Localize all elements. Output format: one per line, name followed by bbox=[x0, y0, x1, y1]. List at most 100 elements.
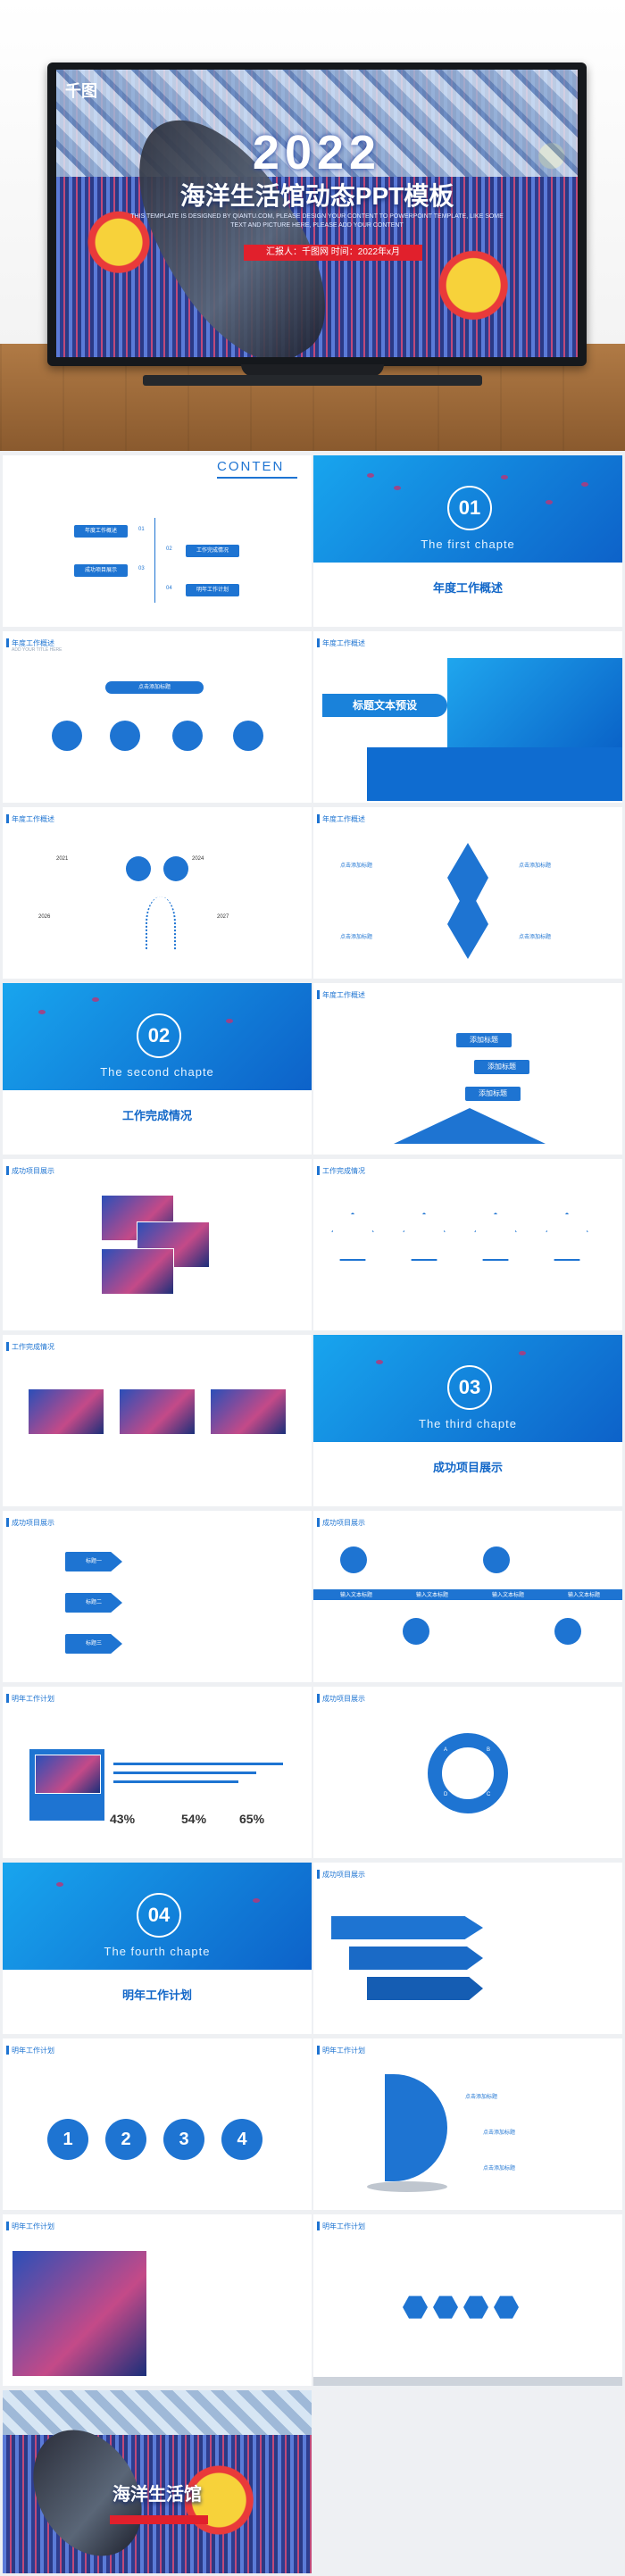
arrow-item[interactable]: 标题三 bbox=[65, 1634, 122, 1654]
contents-item-1[interactable]: 年度工作概述 bbox=[74, 525, 128, 538]
closing-title: 海洋生活馆 bbox=[112, 2485, 202, 2505]
ocean-photo bbox=[447, 658, 622, 747]
slide-three-photos: 工作完成情况 bbox=[3, 1335, 312, 1506]
section-number: 03 bbox=[447, 1365, 492, 1410]
slide-header: 年度工作概述 bbox=[322, 639, 365, 647]
add-title-chip[interactable]: 添加标题 bbox=[465, 1087, 521, 1101]
slide-section-1: 01 The first chapte 年度工作概述 bbox=[313, 455, 622, 627]
project-photo bbox=[119, 1388, 196, 1435]
header-bar bbox=[317, 638, 320, 647]
header-bar bbox=[6, 1518, 9, 1527]
header-bar bbox=[6, 1342, 9, 1351]
hero-title: 海洋生活馆动态PPT模板 bbox=[179, 182, 454, 210]
section-number: 01 bbox=[447, 486, 492, 530]
year-label: 2024 bbox=[192, 856, 204, 862]
contents-item-3[interactable]: 成功项目展示 bbox=[74, 564, 128, 577]
slide-percent: 明年工作计划 43% 54% 65% bbox=[3, 1687, 312, 1858]
slide-flow: 成功项目展示 输入文本标题 输入文本标题 输入文本标题 输入文本标题 bbox=[313, 1511, 622, 1682]
3d-arrow bbox=[367, 1977, 483, 2000]
timeline-circle bbox=[126, 856, 151, 881]
slide-3d-arrows: 成功项目展示 bbox=[313, 1863, 622, 2034]
arrow-up-icon bbox=[474, 1213, 517, 1261]
arrow-item[interactable]: 标题二 bbox=[65, 1593, 122, 1613]
whale-photo bbox=[12, 2250, 147, 2377]
slide-whale-image: 明年工作计划 bbox=[3, 2214, 312, 2386]
slide-header: 年度工作概述 bbox=[12, 639, 54, 647]
fish-shape bbox=[367, 473, 374, 478]
slide-header-sub: ADD YOUR TITLE HERE bbox=[12, 647, 62, 653]
flow-label: 输入文本标题 bbox=[416, 1593, 449, 1598]
slide-project-photos: 成功项目展示 bbox=[3, 1159, 312, 1330]
header-bar bbox=[317, 814, 320, 823]
map-title-chip: 点击添加标题 bbox=[105, 681, 204, 694]
header-bar bbox=[317, 1166, 320, 1175]
cycle-letter: B bbox=[487, 1747, 491, 1753]
point-title: 点击添加标题 bbox=[519, 863, 552, 869]
section-english: The third chapte bbox=[419, 1417, 517, 1430]
slide-steps: 明年工作计划 1 2 3 4 bbox=[3, 2038, 312, 2210]
arrow-item[interactable]: 标题一 bbox=[65, 1552, 122, 1571]
3d-arrow bbox=[349, 1947, 483, 1970]
hero-year: 2022 bbox=[252, 126, 382, 179]
flow-label: 输入文本标题 bbox=[492, 1593, 525, 1598]
flow-circle bbox=[483, 1546, 510, 1573]
cycle-letter: C bbox=[487, 1792, 491, 1797]
brand-logo: 千图 bbox=[65, 82, 97, 100]
contents-axis bbox=[154, 518, 155, 603]
year-label: 2026 bbox=[38, 914, 51, 920]
slide-header: 工作完成情况 bbox=[12, 1343, 54, 1351]
section-title: 工作完成情况 bbox=[121, 1109, 192, 1122]
fish-shape bbox=[38, 1010, 46, 1014]
flow-circle bbox=[403, 1618, 429, 1645]
point-title: 点击添加标题 bbox=[519, 935, 552, 940]
percent-value: 65% bbox=[239, 1812, 265, 1826]
star-diagram bbox=[447, 843, 488, 959]
slide-section-2: 02 The second chapte 工作完成情况 bbox=[3, 983, 312, 1155]
section-number: 04 bbox=[137, 1893, 181, 1938]
fish-shape bbox=[394, 486, 401, 490]
slide-header: 明年工作计划 bbox=[12, 1695, 54, 1703]
arrow-up-icon bbox=[403, 1213, 446, 1261]
tv-foot bbox=[143, 375, 482, 386]
fish-shape bbox=[226, 1019, 233, 1023]
location-pin-icon bbox=[172, 721, 203, 751]
add-title-chip[interactable]: 添加标题 bbox=[474, 1060, 529, 1074]
hero-banner: 千图 2022 海洋生活馆动态PPT模板 THIS TEMPLATE IS DE… bbox=[0, 0, 625, 451]
slide-arrows: 工作完成情况 bbox=[313, 1159, 622, 1330]
header-bar bbox=[317, 1870, 320, 1879]
section-english: The second chapte bbox=[100, 1065, 214, 1079]
flow-label: 输入文本标题 bbox=[568, 1593, 601, 1598]
location-pin-icon bbox=[233, 721, 263, 751]
add-title-chip[interactable]: 添加标题 bbox=[456, 1033, 512, 1047]
slide-star-diagram: 年度工作概述 点击添加标题 点击添加标题 点击添加标题 点击添加标题 bbox=[313, 807, 622, 979]
fish-shape bbox=[376, 1360, 383, 1364]
slide-hexagons: 明年工作计划 bbox=[313, 2214, 622, 2386]
slide-header: 成功项目展示 bbox=[12, 1519, 54, 1527]
section-title: 成功项目展示 bbox=[432, 1461, 503, 1474]
slide-section-4: 04 The fourth chapte 明年工作计划 bbox=[3, 1863, 312, 2034]
slide-contents: CONTEN 年度工作概述 01 工作完成情况 02 成功项目展示 03 明年工… bbox=[3, 455, 312, 627]
triangle-base bbox=[394, 1108, 546, 1144]
fish-shape bbox=[253, 1898, 260, 1903]
slide-header: 成功项目展示 bbox=[322, 1519, 365, 1527]
point-title: 点击添加标题 bbox=[483, 2130, 516, 2136]
fish-shape bbox=[92, 997, 99, 1002]
point-title: 点击添加标题 bbox=[340, 863, 373, 869]
fan-shadow bbox=[367, 2181, 447, 2192]
slide-add-titles: 年度工作概述 添加标题 添加标题 添加标题 bbox=[313, 983, 622, 1155]
hexagon-icon bbox=[403, 2296, 428, 2319]
header-bar bbox=[6, 2222, 9, 2230]
project-photo bbox=[101, 1248, 174, 1295]
arrow-up-icon bbox=[546, 1213, 588, 1261]
fan-shape bbox=[385, 2074, 447, 2181]
contents-item-2[interactable]: 工作完成情况 bbox=[186, 545, 239, 557]
contents-item-4[interactable]: 明年工作计划 bbox=[186, 584, 239, 596]
slide-header: 成功项目展示 bbox=[322, 1695, 365, 1703]
contents-num-2: 02 bbox=[166, 546, 172, 552]
slide-cycle: 成功项目展示 A B C D bbox=[313, 1687, 622, 1858]
header-bar bbox=[6, 1166, 9, 1175]
flow-circle bbox=[554, 1618, 581, 1645]
cycle-ring bbox=[428, 1733, 508, 1813]
slide-fan: 明年工作计划 点击添加标题 点击添加标题 点击添加标题 bbox=[313, 2038, 622, 2210]
step-circle: 1 bbox=[47, 2119, 88, 2160]
